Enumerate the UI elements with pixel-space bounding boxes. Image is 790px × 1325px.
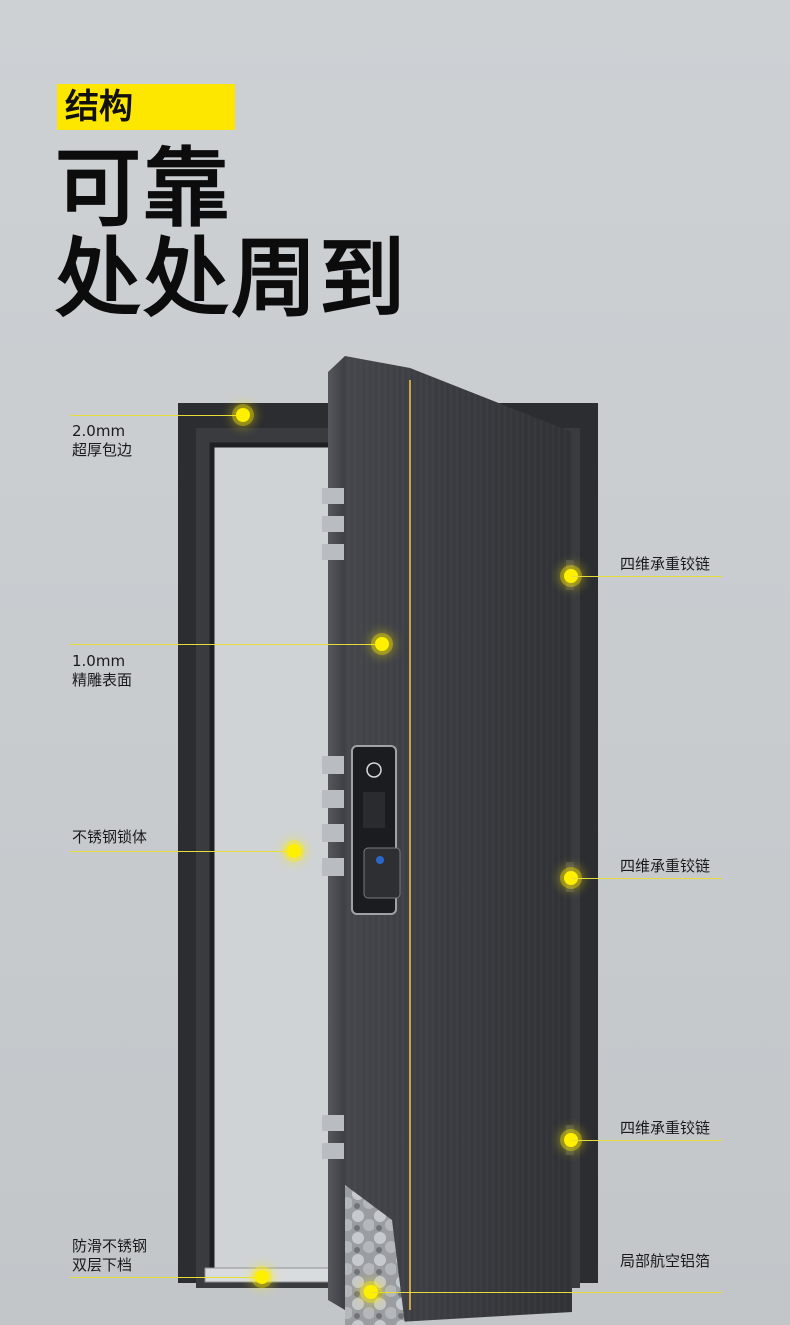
callout-threshold-line2: 双层下档 — [72, 1256, 133, 1274]
callout-thick-edge: 2.0mm 超厚包边 — [72, 422, 132, 460]
callout-thick-edge-marker — [236, 408, 250, 422]
callout-thick-edge-line2: 超厚包边 — [72, 441, 133, 459]
callout-lock-body: 不锈钢锁体 — [72, 828, 147, 847]
callout-surface-line1: 1.0mm — [72, 652, 126, 670]
callout-foil-marker — [364, 1285, 378, 1299]
door-leaf — [345, 356, 572, 1325]
callout-hinge-1-marker — [564, 569, 578, 583]
headline-line-1: 可靠 — [55, 139, 231, 239]
callout-hinge-2-leader — [572, 878, 722, 879]
callout-lock-body-leader — [70, 851, 292, 852]
callout-hinge-2-marker — [564, 871, 578, 885]
headline-line-2: 处处周到 — [55, 229, 407, 329]
door-edge — [322, 356, 345, 1310]
callout-surface: 1.0mm 精雕表面 — [72, 652, 132, 690]
category-tag-label: 结构 — [65, 87, 133, 127]
callout-lock-body-marker — [287, 844, 301, 858]
callout-surface-line2: 精雕表面 — [72, 671, 133, 689]
callout-hinge-1: 四维承重铰链 — [620, 555, 711, 573]
callout-threshold-line1: 防滑不锈钢 — [72, 1237, 148, 1255]
callout-lock-body-line1: 不锈钢锁体 — [72, 828, 148, 846]
callout-thick-edge-leader — [70, 415, 242, 416]
callout-threshold-leader — [70, 1277, 260, 1278]
callout-surface-leader — [70, 644, 380, 645]
callout-threshold: 防滑不锈钢 双层下档 — [72, 1237, 147, 1275]
callout-hinge-3-leader — [572, 1140, 722, 1141]
smart-lock — [351, 745, 401, 915]
callout-hinge-3-marker — [564, 1133, 578, 1147]
callout-foil: 局部航空铝箔 — [620, 1252, 711, 1270]
callout-threshold-marker — [255, 1270, 269, 1284]
callout-thick-edge-line1: 2.0mm — [72, 422, 126, 440]
callout-foil-leader — [372, 1292, 722, 1293]
callout-surface-marker — [375, 637, 389, 651]
callout-hinge-3: 四维承重铰链 — [620, 1119, 711, 1137]
callout-hinge-1-leader — [572, 576, 722, 577]
callout-hinge-2: 四维承重铰链 — [620, 857, 711, 875]
category-tag: 结构 — [57, 84, 235, 130]
